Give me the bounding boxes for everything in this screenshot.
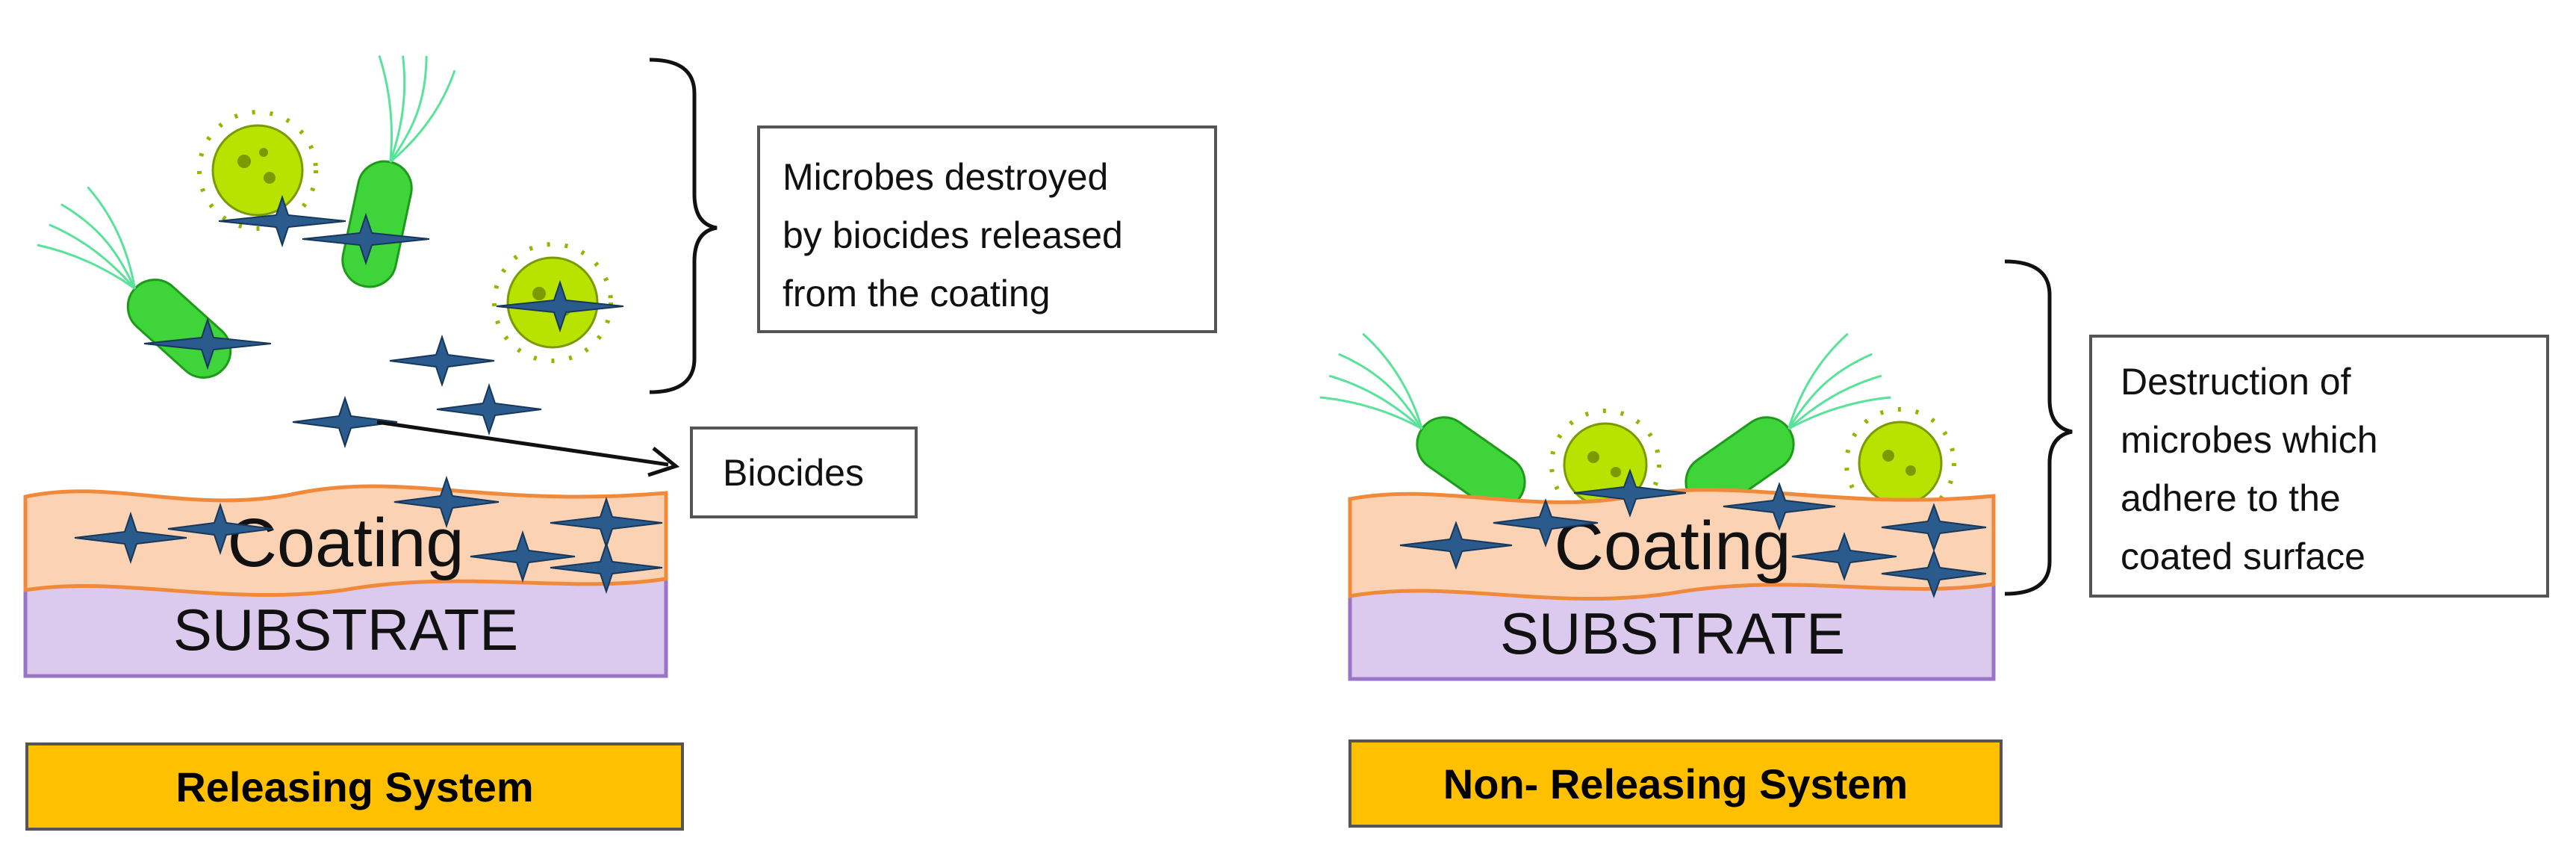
non-releasing-system-label: Non- Releasing System	[1443, 760, 1908, 807]
biocide-icon	[167, 502, 273, 556]
left-callout-line: by biocides released	[783, 214, 1123, 256]
biocide-icon	[218, 194, 346, 248]
right-substrate-layer	[1348, 582, 1996, 681]
releasing-system-title: Releasing System	[25, 742, 684, 831]
right-callout-line: Destruction of	[2121, 361, 2351, 403]
right-virus-icon	[1844, 407, 1956, 519]
biocide-icon	[1493, 498, 1599, 548]
biocide-icon	[1881, 549, 1987, 598]
biocide-icon	[1791, 532, 1897, 581]
left-bracket	[649, 58, 718, 394]
biocides-label: Biocides	[723, 452, 864, 494]
biocide-icon	[143, 317, 272, 370]
left-coating-label: Coating	[227, 505, 464, 581]
left-panel: SUBSTRATE Coating	[23, 34, 718, 678]
left-callout-box: Microbes destroyed by biocides released …	[757, 125, 1217, 333]
left-coating-layer	[23, 484, 668, 598]
right-callout-box: Destruction of microbes which adhere to …	[2089, 335, 2549, 598]
left-callout-line: Microbes destroyed	[783, 156, 1109, 198]
biocide-icon	[436, 382, 542, 436]
non-releasing-system-title: Non- Releasing System	[1348, 739, 2003, 828]
biocide-icon	[1573, 468, 1687, 518]
right-callout-line: coated surface	[2121, 536, 2365, 577]
biocides-label-box: Biocides	[690, 427, 918, 518]
right-callout-line: adhere to the	[2121, 477, 2341, 519]
left-bacterium-icon	[341, 34, 477, 288]
biocide-icon	[1723, 482, 1836, 531]
right-coating-layer	[1348, 488, 1996, 601]
left-substrate-layer	[23, 577, 668, 678]
releasing-system-label: Releasing System	[175, 763, 534, 810]
biocide-icon	[292, 395, 398, 449]
biocides-arrow	[376, 420, 669, 467]
biocide-icon	[393, 475, 500, 529]
left-callout-line: from the coating	[783, 273, 1051, 314]
biocide-icon	[74, 511, 187, 565]
right-bacterium-icon	[1316, 329, 1526, 510]
right-callout-line: microbes which	[2121, 419, 2378, 461]
left-substrate-label: SUBSTRATE	[173, 597, 518, 663]
left-virus-icon	[197, 110, 318, 231]
right-bracket	[2004, 259, 2073, 596]
biocide-icon	[550, 541, 663, 595]
right-coating-label: Coating	[1554, 508, 1791, 584]
right-panel: SUBSTRATE Coating	[1316, 259, 2073, 681]
biocides-arrowhead	[647, 447, 680, 477]
biocide-icon	[389, 334, 495, 388]
biocide-icon	[1399, 521, 1513, 570]
biocide-icon	[496, 279, 624, 333]
biocide-icon	[470, 530, 576, 583]
biocide-icon	[302, 212, 430, 266]
right-substrate-label: SUBSTRATE	[1500, 601, 1845, 666]
